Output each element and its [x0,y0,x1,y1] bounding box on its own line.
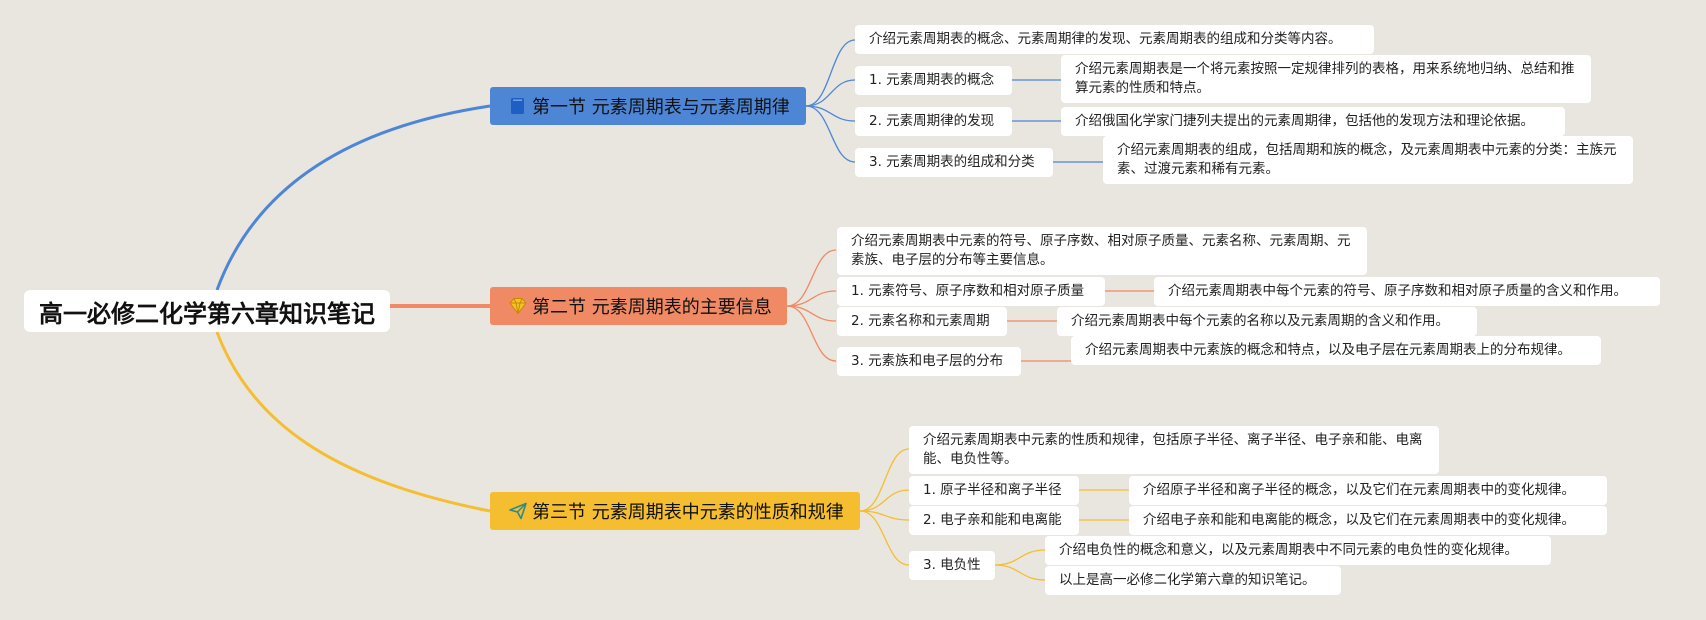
section-1-label: 第一节 元素周期表与元素周期律 [532,97,790,118]
section-2-topic-3[interactable]: 3. 元素族和电子层的分布 [837,347,1021,376]
section-1-link-1 [805,39,856,107]
section-1-topic-3-detail[interactable]: 介绍元素周期表的组成，包括周期和族的概念，及元素周期表中元素的分类：主族元素、过… [1103,136,1633,184]
section-1-topic-1[interactable]: 1. 元素周期表的概念 [855,66,1012,95]
section-3-link-1 [859,448,910,512]
section-2-topic-1[interactable]: 1. 元素符号、原子序数和相对原子质量 [837,277,1105,306]
section-3-topic-3-detail[interactable]: 介绍电负性的概念和意义，以及元素周期表中不同元素的电负性的变化规律。 [1045,536,1551,565]
section-3-label: 第三节 元素周期表中元素的性质和规律 [532,502,844,523]
section-1-node[interactable]: 第一节 元素周期表与元素周期律 [490,87,806,125]
section-1-topic-3[interactable]: 3. 元素周期表的组成和分类 [855,148,1053,177]
section-2-summary[interactable]: 介绍元素周期表中元素的符号、原子序数、相对原子质量、元素名称、元素周期、元素族、… [837,227,1367,275]
section-3-link-2 [859,489,910,512]
section-2-topic-3-detail[interactable]: 介绍元素周期表中元素族的概念和特点，以及电子层在元素周期表上的分布规律。 [1071,336,1601,365]
section-3-topic-3[interactable]: 3. 电负性 [909,551,995,580]
section-1-summary[interactable]: 介绍元素周期表的概念、元素周期律的发现、元素周期表的组成和分类等内容。 [855,25,1374,54]
section-3-topic-2[interactable]: 2. 电子亲和能和电离能 [909,506,1079,535]
section-1-topic-2-detail[interactable]: 介绍俄国化学家门捷列夫提出的元素周期律，包括他的发现方法和理论依据。 [1061,107,1565,136]
section-1-topic-1-detail[interactable]: 介绍元素周期表是一个将元素按照一定规律排列的表格，用来系统地归纳、总结和推算元素… [1061,55,1591,103]
section-2-node[interactable]: 第二节 元素周期表的主要信息 [490,287,787,325]
section-3-detail-link-3 [994,549,1046,566]
branch-line-section-1 [215,104,491,291]
paper-plane-icon [508,501,528,521]
section-3-summary[interactable]: 介绍元素周期表中元素的性质和规律，包括原子半径、离子半径、电子亲和能、电离能、电… [909,426,1439,474]
branch-line-section-3 [215,331,491,513]
section-1-link-2 [805,79,856,107]
section-2-topic-2-detail[interactable]: 介绍元素周期表中每个元素的名称以及元素周期的含义和作用。 [1057,307,1477,336]
section-2-topic-1-detail[interactable]: 介绍元素周期表中每个元素的符号、原子序数和相对原子质量的含义和作用。 [1154,277,1660,306]
section-3-topic-2-detail[interactable]: 介绍电子亲和能和电离能的概念，以及它们在元素周期表中的变化规律。 [1129,506,1607,535]
central-topic[interactable]: 高一必修二化学第六章知识笔记 [24,290,390,332]
section-3-topic-3-detail-2[interactable]: 以上是高一必修二化学第六章的知识笔记。 [1045,566,1341,595]
section-3-topic-1[interactable]: 1. 原子半径和离子半径 [909,476,1079,505]
section-2-topic-2[interactable]: 2. 元素名称和元素周期 [837,307,1007,336]
section-2-link-1 [786,249,837,307]
diamond-icon [508,296,528,316]
section-2-label: 第二节 元素周期表的主要信息 [532,297,772,318]
section-3-node[interactable]: 第三节 元素周期表中元素的性质和规律 [490,492,860,530]
section-1-topic-2[interactable]: 2. 元素周期律的发现 [855,107,1012,136]
section-1-link-4 [805,105,856,163]
section-3-detail-link-4 [994,564,1046,581]
section-3-topic-1-detail[interactable]: 介绍原子半径和离子半径的概念，以及它们在元素周期表中的变化规律。 [1129,476,1607,505]
section-3-link-3 [859,510,910,521]
section-2-link-2 [786,290,837,307]
section-2-link-4 [786,305,837,362]
section-3-link-4 [859,510,910,566]
book-icon [508,96,528,116]
